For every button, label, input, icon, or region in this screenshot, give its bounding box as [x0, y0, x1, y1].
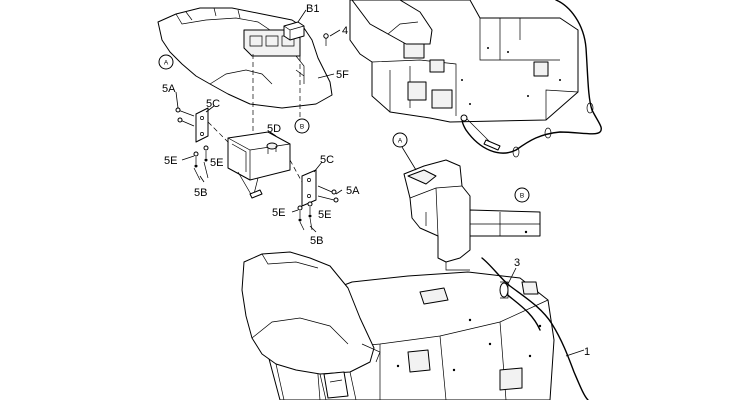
fasteners-5a-left: [175, 107, 195, 127]
bracket-5c-right: [301, 169, 317, 207]
cable-harness-upper: [460, 0, 602, 158]
label-3: 3: [514, 257, 520, 269]
label-5c-left: 5C: [206, 98, 220, 110]
cover-5d: [227, 131, 291, 199]
frame-upper-right: [349, 0, 579, 123]
callout-b-mid: B: [514, 187, 530, 203]
label-b1: B1: [306, 3, 319, 15]
callout-a-top-label: A: [164, 60, 169, 67]
screws-5e-5b-right: [297, 201, 313, 231]
switch-b1: [283, 9, 307, 41]
label-4: 4: [342, 25, 348, 37]
callout-a-mid: A: [392, 132, 417, 171]
screw-4: [323, 29, 341, 46]
label-5b-left: 5B: [194, 187, 207, 199]
label-5e-right-1: 5E: [272, 207, 285, 219]
fasteners-5a-right: [317, 185, 339, 203]
label-5e-left-2: 5E: [210, 157, 223, 169]
mounting-bracket-middle: [403, 159, 541, 271]
console-housing-lower: [241, 251, 381, 400]
label-5d: 5D: [267, 123, 281, 135]
label-5e-left-1: 5E: [164, 155, 177, 167]
label-5c-right: 5C: [320, 154, 334, 166]
callout-b-top: B: [294, 118, 310, 134]
cable-harness-lower: [481, 257, 589, 400]
callout-a-top: A: [158, 54, 174, 70]
label-1: 1: [584, 346, 590, 358]
label-5b-right: 5B: [310, 235, 323, 247]
screws-5e-5b-left: [193, 145, 209, 181]
label-5f: 5F: [336, 69, 349, 81]
label-5a-right: 5A: [346, 185, 360, 197]
console-housing-upper: [157, 7, 333, 109]
callout-a-mid-label: A: [398, 138, 403, 145]
callout-b-mid-label: B: [520, 193, 524, 200]
bracket-5c-left: [195, 107, 209, 143]
callout-b-top-label: B: [300, 124, 304, 131]
label-5e-right-2: 5E: [318, 209, 331, 221]
label-5a-left: 5A: [162, 83, 176, 95]
